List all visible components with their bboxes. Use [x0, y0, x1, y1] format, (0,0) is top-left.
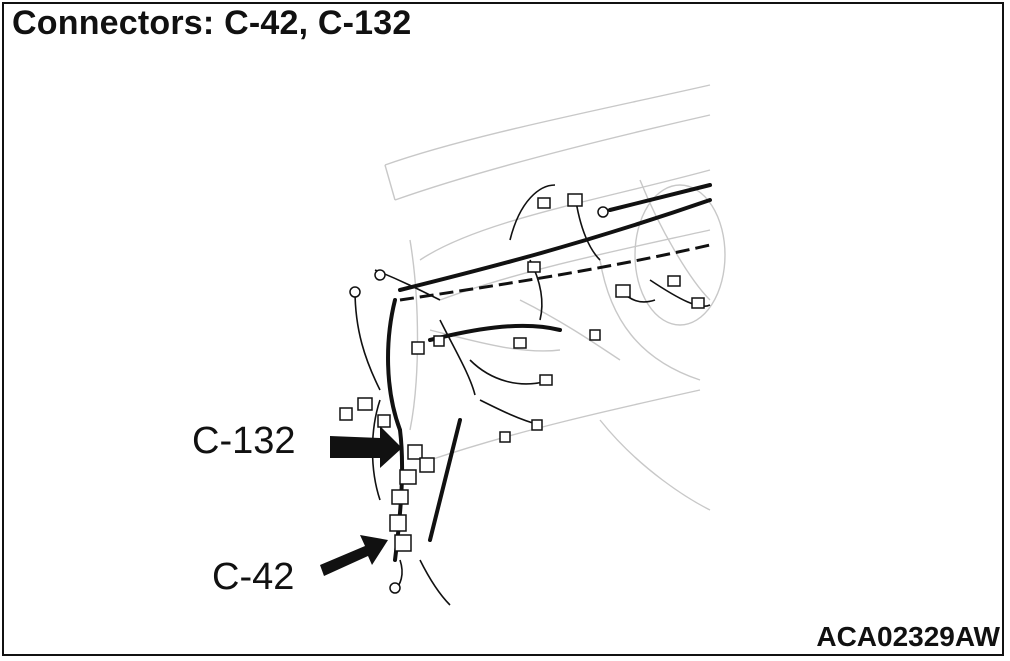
callout-c42: C-42	[212, 556, 295, 598]
figure-code: ACA02329AW	[816, 621, 1000, 652]
callout-c132: C-132	[192, 420, 296, 462]
c42-arrow	[320, 535, 388, 576]
figure-title: Connectors: C-42, C-132	[12, 4, 412, 42]
c132-arrow	[330, 426, 402, 468]
